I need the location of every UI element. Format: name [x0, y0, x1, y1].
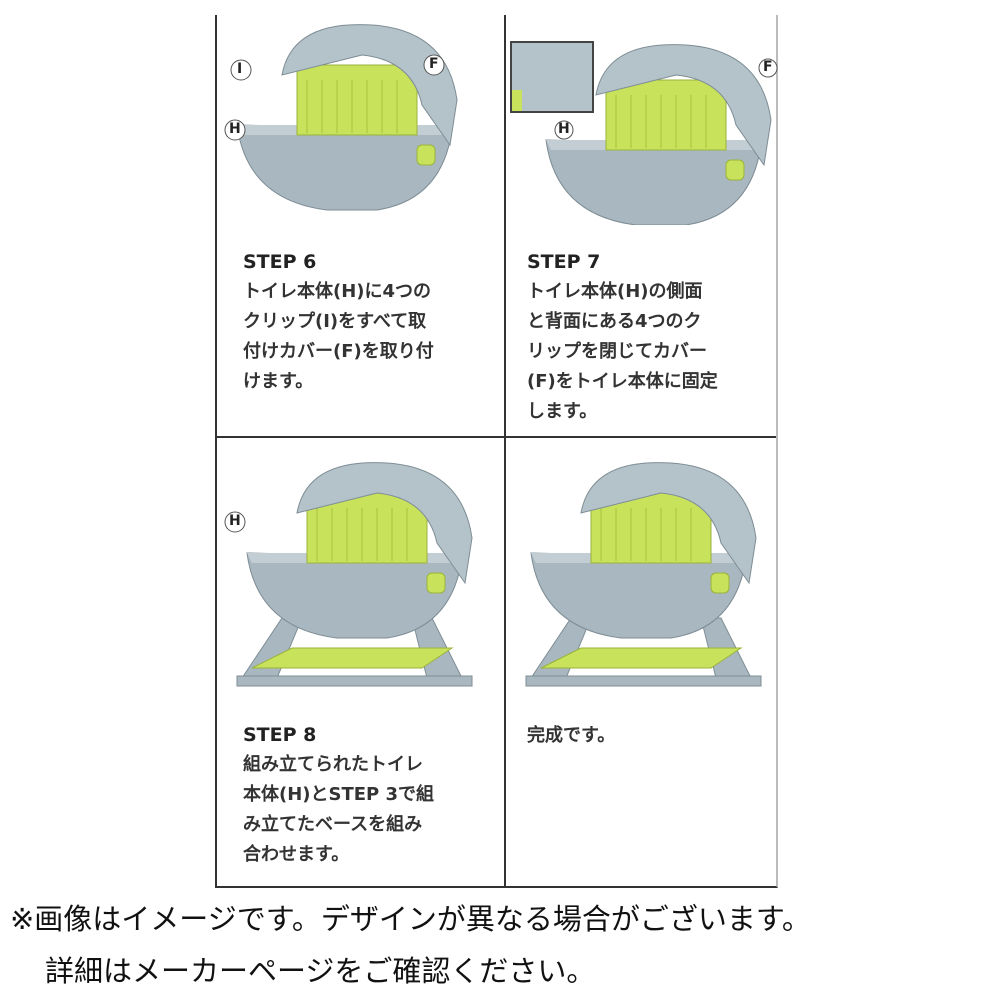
step-line: トイレ本体(H)の側面	[527, 281, 703, 302]
disclaimer-line-1: ※画像はイメージです。デザインが異なる場合がございます。	[10, 902, 811, 936]
part-label-h: H	[229, 121, 241, 137]
step-line: (F)をトイレ本体に固定	[527, 371, 718, 392]
step-7-panel: F H STEP 7 トイレ本体(H)の側面 と背面にある4つのク リップを閉じ…	[506, 15, 778, 436]
step-title: STEP 7	[527, 251, 601, 273]
grid-divider-vertical	[504, 15, 506, 886]
step-title: STEP 8	[243, 724, 317, 746]
step-line: 合わせます。	[243, 844, 350, 865]
step-7-illustration	[510, 41, 778, 225]
step-line: リップを閉じてカバー	[527, 341, 707, 362]
part-label-h: H	[229, 513, 241, 529]
part-label-f: F	[429, 56, 439, 72]
step-title: STEP 6	[243, 251, 317, 273]
step-line: けます。	[243, 371, 314, 392]
step-line: み立てたベースを組み	[243, 814, 423, 835]
step-line: トイレ本体(H)に4つの	[243, 281, 432, 302]
part-label-i: I	[237, 61, 243, 77]
instruction-grid: I F H STEP 6 トイレ本体(H)に4つの クリップ(I)をすべて取 付…	[215, 15, 778, 888]
grid-divider-horizontal	[217, 436, 776, 438]
part-label-f: F	[763, 59, 773, 75]
part-label-h: H	[558, 121, 570, 137]
step-6-panel: I F H STEP 6 トイレ本体(H)に4つの クリップ(I)をすべて取 付…	[217, 15, 487, 436]
complete-panel: 完成です。	[506, 438, 776, 886]
step-line: します。	[527, 401, 598, 422]
step-6-illustration	[224, 24, 458, 211]
step-line: 組み立てられたトイレ	[243, 754, 423, 775]
step-8-panel: H STEP 8 組み立てられたトイレ 本体(H)とSTEP 3で組 み立てたベ…	[217, 438, 487, 886]
step-line: 付けカバー(F)を取り付	[243, 341, 434, 362]
step-line: クリップ(I)をすべて取	[243, 311, 427, 332]
step-line: と背面にある4つのク	[527, 311, 702, 332]
step-line: 本体(H)とSTEP 3で組	[243, 784, 435, 805]
complete-text: 完成です。	[527, 725, 616, 746]
step-8-illustration	[224, 462, 473, 687]
complete-illustration	[525, 462, 762, 687]
detail-inset	[510, 41, 594, 113]
disclaimer-line-2: 詳細はメーカーページをご確認ください。	[45, 954, 596, 988]
